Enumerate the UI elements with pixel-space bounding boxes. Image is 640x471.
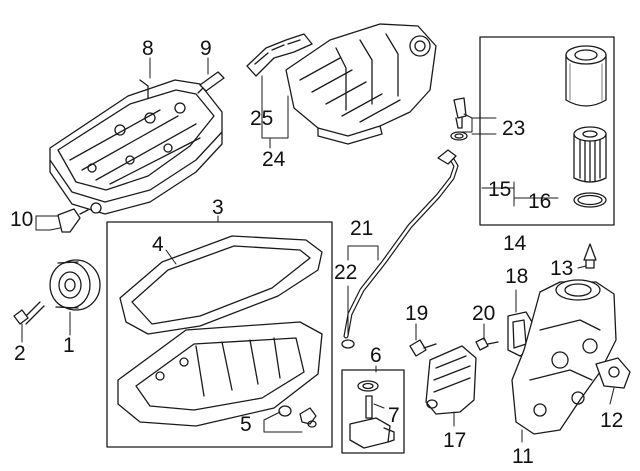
- callout-19: 19: [405, 302, 429, 325]
- callout-7: 7: [388, 404, 400, 427]
- filter-o-ring-part: [573, 192, 607, 208]
- callout-14: 14: [503, 232, 527, 255]
- dipstick-tube-part: [341, 149, 459, 349]
- callout-9: 9: [200, 37, 212, 60]
- intake-manifold-part: [285, 23, 437, 145]
- pressure-switch-part: [57, 202, 102, 233]
- oil-cooler-part: [425, 345, 477, 415]
- housing-gasket-part: [595, 357, 631, 389]
- drain-plug-part: [278, 405, 317, 428]
- callout-5: 5: [240, 413, 252, 436]
- callout-10: 10: [10, 208, 34, 231]
- leader-lines: [21, 57, 615, 443]
- oil-pan-gasket-part: [119, 235, 323, 335]
- cooler-bolt-part: [409, 339, 437, 357]
- oil-pan-group-box: [106, 221, 333, 448]
- callout-1: 1: [63, 334, 75, 357]
- callout-22: 22: [334, 261, 358, 284]
- oil-filter-element-part: [573, 126, 607, 183]
- callout-21: 21: [350, 217, 374, 240]
- oil-level-sensor-part: [349, 380, 395, 449]
- vent-valve-part: [583, 243, 597, 269]
- callout-25: 25: [250, 107, 274, 130]
- callout-17: 17: [443, 429, 467, 452]
- callout-16: 16: [528, 190, 552, 213]
- oil-pan-part: [117, 321, 323, 427]
- callout-23: 23: [502, 117, 526, 140]
- callout-15: 15: [488, 178, 512, 201]
- callout-8: 8: [142, 37, 154, 60]
- pulley-bolt-part: [13, 301, 45, 325]
- intake-gasket-part: [246, 33, 313, 77]
- sensor-part: [450, 97, 468, 141]
- oil-cooler-housing-part: [511, 279, 617, 435]
- callout-13: 13: [550, 257, 574, 280]
- stud-part: [197, 71, 225, 94]
- callout-11: 11: [512, 445, 534, 468]
- oil-level-sensor-group-box: [341, 369, 405, 454]
- oil-filter-group-box: [479, 36, 615, 226]
- crank-pulley-part: [49, 259, 101, 311]
- callout-12: 12: [600, 409, 624, 432]
- oil-filter-housing-part: [565, 45, 607, 107]
- upper-oil-pan-part: [49, 79, 223, 215]
- callout-4: 4: [152, 233, 164, 256]
- callout-2: 2: [14, 342, 26, 365]
- callout-3: 3: [212, 196, 224, 219]
- callout-6: 6: [370, 344, 382, 367]
- callout-18: 18: [505, 265, 529, 288]
- callout-24: 24: [262, 148, 286, 171]
- housing-bolt-part: [475, 337, 499, 351]
- callout-20: 20: [472, 302, 496, 325]
